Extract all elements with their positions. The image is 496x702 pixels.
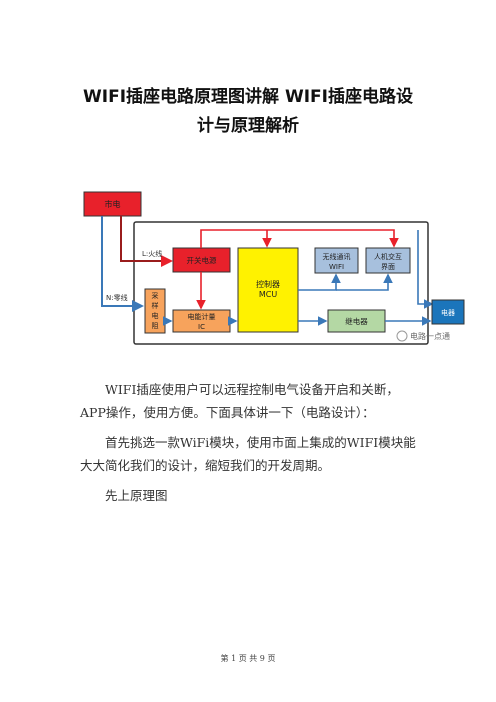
wifi-label-2: WIFI xyxy=(329,263,344,271)
hmi-label-2: 界面 xyxy=(381,263,395,271)
appliance-block xyxy=(431,299,465,325)
meter-label-2: IC xyxy=(198,323,205,331)
live-to-appliance xyxy=(417,230,434,309)
block-diagram: 市电 L:火线 N:零线 开关电源 控制器 MCU 无线通讯 WIFI 人机交互… xyxy=(83,191,465,345)
mains-block xyxy=(83,191,142,217)
switch-power-label: 开关电源 xyxy=(187,255,217,265)
paragraph-schematic: 先上原理图 xyxy=(105,488,168,503)
neutral-wire xyxy=(101,216,144,312)
live-wire xyxy=(120,216,173,267)
title-line-1: WIFI插座电路原理图讲解 WIFI插座电路设 xyxy=(83,87,413,107)
paragraph-intro: WIFI插座使用户可以远程控制电气设备开启和关断，APP操作，使用方便。下面具体… xyxy=(80,382,399,420)
title-line-2: 计与原理解析 xyxy=(197,116,299,136)
sampling-char-4: 阻 xyxy=(152,321,159,330)
paragraph-wifi-module: 首先挑选一款WiFi模块，使用市面上集成的WIFI模块能大大简化我们的设计，缩短… xyxy=(80,435,416,473)
mcu-label-2: MCU xyxy=(259,290,277,299)
watermark-text: 电路一点通 xyxy=(410,331,450,341)
wifi-block xyxy=(314,247,359,274)
power-line-top xyxy=(200,229,399,248)
mains-label: 市电 xyxy=(105,199,121,209)
wifi-label-1: 无线通讯 xyxy=(323,252,351,261)
hmi-block xyxy=(365,247,411,274)
live-label: L:火线 xyxy=(142,249,162,258)
relay-label: 继电器 xyxy=(345,316,368,326)
watermark-icon xyxy=(396,330,408,342)
sampling-char-1: 采 xyxy=(152,291,159,300)
sampling-resistor-block xyxy=(144,288,166,334)
mcu-hmi-link xyxy=(336,273,393,291)
mcu-label-1: 控制器 xyxy=(256,279,280,289)
appliance-label: 电器 xyxy=(441,308,455,317)
watermark: 电路一点通 xyxy=(396,330,450,342)
page-footer: 第 1 页 共 9 页 xyxy=(220,654,276,663)
meter-label-1: 电能计量 xyxy=(188,312,216,321)
neutral-label: N:零线 xyxy=(106,293,128,302)
sampling-char-3: 电 xyxy=(152,311,159,320)
sampling-char-2: 样 xyxy=(152,301,159,310)
hmi-label-1: 人机交互 xyxy=(374,252,402,261)
